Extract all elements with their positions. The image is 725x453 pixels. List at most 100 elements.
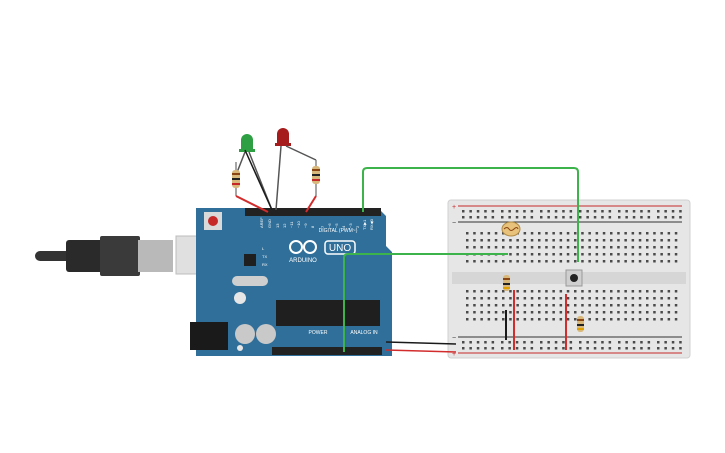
breadboard-hole[interactable] <box>538 318 541 321</box>
breadboard-hole[interactable] <box>480 297 483 300</box>
breadboard-hole[interactable] <box>487 304 491 307</box>
breadboard-hole[interactable] <box>569 216 573 219</box>
breadboard-hole[interactable] <box>664 210 667 213</box>
breadboard-hole[interactable] <box>559 239 563 242</box>
breadboard-hole[interactable] <box>617 239 620 242</box>
breadboard-hole[interactable] <box>602 297 606 300</box>
breadboard-hole[interactable] <box>540 341 543 344</box>
breadboard-hole[interactable] <box>480 318 483 321</box>
breadboard-hole[interactable] <box>581 304 584 307</box>
breadboard-hole[interactable] <box>588 260 591 263</box>
breadboard-hole[interactable] <box>638 297 642 300</box>
breadboard-hole[interactable] <box>559 260 563 263</box>
breadboard-hole[interactable] <box>523 260 527 263</box>
breadboard-hole[interactable] <box>593 216 597 219</box>
breadboard-hole[interactable] <box>552 290 555 293</box>
breadboard-hole[interactable] <box>610 297 613 300</box>
breadboard-hole[interactable] <box>586 210 589 213</box>
breadboard-hole[interactable] <box>617 304 620 307</box>
breadboard-hole[interactable] <box>647 347 651 350</box>
breadboard-hole[interactable] <box>618 347 621 350</box>
breadboard-hole[interactable] <box>657 341 660 344</box>
breadboard-hole[interactable] <box>566 246 570 249</box>
breadboard-hole[interactable] <box>632 341 636 344</box>
breadboard-hole[interactable] <box>509 318 512 321</box>
breadboard-hole[interactable] <box>602 246 606 249</box>
breadboard-hole[interactable] <box>653 239 656 242</box>
breadboard-hole[interactable] <box>638 311 642 314</box>
breadboard-hole[interactable] <box>487 290 491 293</box>
breadboard-hole[interactable] <box>674 311 678 314</box>
breadboard-hole[interactable] <box>593 347 597 350</box>
breadboard-hole[interactable] <box>646 239 649 242</box>
breadboard-hole[interactable] <box>579 341 582 344</box>
breadboard-hole[interactable] <box>491 210 495 213</box>
breadboard-hole[interactable] <box>574 260 577 263</box>
breadboard-hole[interactable] <box>480 304 483 307</box>
breadboard-hole[interactable] <box>545 297 548 300</box>
breadboard-hole[interactable] <box>501 210 504 213</box>
breadboard-hole[interactable] <box>653 253 656 256</box>
breadboard-hole[interactable] <box>610 232 613 235</box>
breadboard-hole[interactable] <box>608 210 612 213</box>
breadboard-hole[interactable] <box>487 318 491 321</box>
breadboard-hole[interactable] <box>566 311 570 314</box>
breadboard-hole[interactable] <box>515 210 519 213</box>
breadboard-hole[interactable] <box>624 290 627 293</box>
breadboard-hole[interactable] <box>646 232 649 235</box>
breadboard-hole[interactable] <box>491 216 495 219</box>
breadboard-hole[interactable] <box>523 246 527 249</box>
breadboard-hole[interactable] <box>508 210 511 213</box>
breadboard-hole[interactable] <box>674 290 678 293</box>
breadboard-hole[interactable] <box>480 246 483 249</box>
breadboard-hole[interactable] <box>671 216 675 219</box>
breadboard-hole[interactable] <box>679 347 682 350</box>
breadboard-hole[interactable] <box>559 311 563 314</box>
breadboard-hole[interactable] <box>523 210 526 213</box>
breadboard-hole[interactable] <box>631 297 635 300</box>
breadboard-hole[interactable] <box>487 260 491 263</box>
breadboard-hole[interactable] <box>602 318 606 321</box>
breadboard-hole[interactable] <box>660 246 663 249</box>
breadboard-hole[interactable] <box>473 246 476 249</box>
breadboard-hole[interactable] <box>624 253 627 256</box>
breadboard-hole[interactable] <box>566 239 570 242</box>
breadboard-hole[interactable] <box>559 297 563 300</box>
breadboard-hole[interactable] <box>624 246 627 249</box>
breadboard-hole[interactable] <box>667 239 671 242</box>
breadboard-hole[interactable] <box>516 311 519 314</box>
breadboard-hole[interactable] <box>540 216 543 219</box>
breadboard-hole[interactable] <box>547 347 550 350</box>
breadboard-hole[interactable] <box>566 297 570 300</box>
breadboard-hole[interactable] <box>617 311 620 314</box>
breadboard-hole[interactable] <box>552 297 555 300</box>
breadboard-hole[interactable] <box>469 216 472 219</box>
breadboard-hole[interactable] <box>581 290 584 293</box>
breadboard-hole[interactable] <box>538 304 541 307</box>
breadboard-hole[interactable] <box>674 246 678 249</box>
breadboard-hole[interactable] <box>502 260 505 263</box>
breadboard-hole[interactable] <box>664 341 667 344</box>
breadboard-hole[interactable] <box>646 253 649 256</box>
breadboard-hole[interactable] <box>466 239 469 242</box>
breadboard-hole[interactable] <box>530 297 534 300</box>
breadboard-hole[interactable] <box>657 347 660 350</box>
breadboard-hole[interactable] <box>574 239 577 242</box>
breadboard-hole[interactable] <box>516 239 519 242</box>
breadboard-hole[interactable] <box>653 232 656 235</box>
breadboard-hole[interactable] <box>530 290 534 293</box>
breadboard-hole[interactable] <box>509 290 512 293</box>
breadboard-hole[interactable] <box>667 232 671 235</box>
breadboard-hole[interactable] <box>509 260 512 263</box>
breadboard-hole[interactable] <box>660 297 663 300</box>
breadboard-hole[interactable] <box>618 341 621 344</box>
breadboard-hole[interactable] <box>640 210 643 213</box>
breadboard-hole[interactable] <box>545 239 548 242</box>
breadboard-hole[interactable] <box>508 347 511 350</box>
breadboard-hole[interactable] <box>569 347 573 350</box>
breadboard-hole[interactable] <box>638 290 642 293</box>
breadboard-hole[interactable] <box>601 347 604 350</box>
breadboard-hole[interactable] <box>624 239 627 242</box>
breadboard-hole[interactable] <box>501 341 504 344</box>
breadboard-hole[interactable] <box>646 297 649 300</box>
